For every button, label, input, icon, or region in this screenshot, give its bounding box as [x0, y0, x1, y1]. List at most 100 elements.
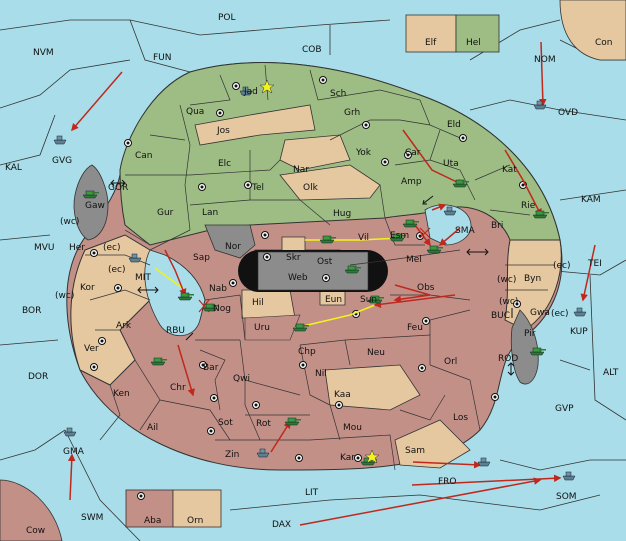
region-nar[interactable]: [279, 134, 351, 171]
label-grh: Grh: [344, 108, 360, 118]
label-kal: KAL: [5, 163, 22, 173]
label-uta: Uta: [443, 159, 459, 169]
label-nor: Nor: [225, 242, 241, 252]
coast-tag: (wc): [60, 217, 79, 227]
region-olk[interactable]: [279, 164, 381, 201]
label-nar: Nar: [293, 165, 309, 175]
label-gvp: GVP: [555, 404, 574, 414]
label-ken: Ken: [113, 389, 130, 399]
label-qua: Qua: [186, 107, 204, 117]
label-mvu: MVU: [34, 243, 55, 253]
label-buc: BUC: [491, 311, 510, 321]
label-gvg: GVG: [52, 156, 72, 166]
label-fro: FRO: [438, 477, 457, 487]
label-sap: Sap: [193, 253, 210, 263]
label-cob: COB: [302, 45, 322, 55]
region-hel[interactable]: [455, 14, 500, 53]
coast-labels: (wc) (ec) (ec) (wc) (wc) (ec) (wc) (ec): [55, 217, 571, 319]
sea-borders: [0, 19, 626, 541]
coast-tag: (ec): [551, 309, 569, 319]
label-dax: DAX: [272, 520, 291, 530]
label-yok: Yok: [355, 148, 372, 158]
label-hel: Hel: [466, 38, 481, 48]
label-sma: SMA: [455, 226, 475, 236]
label-eld: Eld: [447, 120, 461, 130]
label-lit: LIT: [305, 488, 319, 498]
region-gaw[interactable]: [73, 164, 109, 241]
label-uru: Uru: [254, 323, 270, 333]
label-kor: Kor: [80, 283, 95, 293]
label-swm: SWM: [81, 513, 103, 523]
label-amp: Amp: [401, 177, 422, 187]
label-nab: Nab: [209, 284, 227, 294]
label-ail: Ail: [147, 423, 158, 433]
label-rie: Rie: [521, 201, 536, 211]
label-rot: Rot: [256, 419, 271, 429]
label-car: Car: [405, 148, 421, 158]
label-byn: Byn: [524, 274, 541, 284]
label-esm: Esm: [390, 231, 409, 241]
label-gur: Gur: [157, 208, 174, 218]
label-kup: KUP: [570, 327, 588, 337]
label-fun: FUN: [153, 53, 172, 63]
label-sun: Sun: [360, 295, 377, 305]
label-bri: Bri: [491, 221, 503, 231]
label-lan: Lan: [202, 208, 218, 218]
coast-tag: (ec): [553, 261, 571, 271]
label-cow: Cow: [26, 526, 45, 536]
stars: [259, 79, 380, 464]
region-nor[interactable]: [204, 224, 256, 259]
label-bar: Bar: [203, 363, 219, 373]
label-olk: Olk: [303, 183, 319, 193]
region-con[interactable]: [559, 0, 626, 61]
label-kar: Kar: [340, 453, 355, 463]
label-elc: Elc: [218, 159, 231, 169]
region-sam[interactable]: [394, 419, 471, 469]
region-uru[interactable]: [244, 314, 301, 341]
region-jos[interactable]: [194, 104, 316, 146]
region-pir[interactable]: [510, 309, 539, 385]
label-kam: KAM: [581, 195, 601, 205]
coast-tag: (wc): [55, 291, 74, 301]
label-con: Con: [595, 38, 613, 48]
label-eun: Eun: [325, 295, 342, 305]
coast-tag: (ec): [108, 265, 126, 275]
label-nom: NOM: [534, 55, 556, 65]
label-rod: ROD: [498, 354, 518, 364]
failed-orders: [198, 227, 431, 313]
region-orn[interactable]: [172, 489, 222, 528]
land-labels: Elf Hel Jad Sch Qua Jos Grh Eld Can Car …: [26, 38, 550, 536]
label-zin: Zin: [225, 450, 239, 460]
move-orders: [67, 41, 596, 526]
label-hil: Hil: [252, 298, 264, 308]
label-skr: Skr: [286, 253, 301, 263]
region-hil[interactable]: [241, 289, 296, 319]
label-gor: GOR: [108, 183, 128, 193]
adjacency-arrows: [110, 179, 515, 376]
label-mit: MIT: [135, 273, 151, 283]
label-her: Her: [69, 243, 85, 253]
label-sam: Sam: [405, 446, 425, 456]
label-ark: Ark: [116, 321, 132, 331]
region-kaa[interactable]: [324, 364, 421, 411]
label-obs: Obs: [417, 283, 435, 293]
label-neu: Neu: [367, 348, 385, 358]
label-gma: GMA: [63, 447, 85, 457]
label-mel: Mel: [406, 255, 422, 265]
label-elf: Elf: [425, 38, 437, 48]
region-elf[interactable]: [405, 14, 457, 53]
label-chp: Chp: [298, 347, 316, 357]
label-mou: Mou: [343, 423, 362, 433]
label-ovd: OVD: [558, 108, 578, 118]
label-kat: Kat: [502, 165, 517, 175]
label-vil: Vil: [358, 233, 369, 243]
coast-tag: (wc): [499, 297, 518, 307]
label-hug: Hug: [333, 209, 351, 219]
label-jos: Jos: [216, 126, 230, 136]
sea-labels: POL NVM FUN COB NOM Con OVD KAL GVG GOR …: [5, 13, 619, 530]
label-can: Can: [135, 151, 153, 161]
label-orn: Orn: [187, 516, 203, 526]
coast-tag: (ec): [103, 243, 121, 253]
label-aba: Aba: [144, 516, 161, 526]
